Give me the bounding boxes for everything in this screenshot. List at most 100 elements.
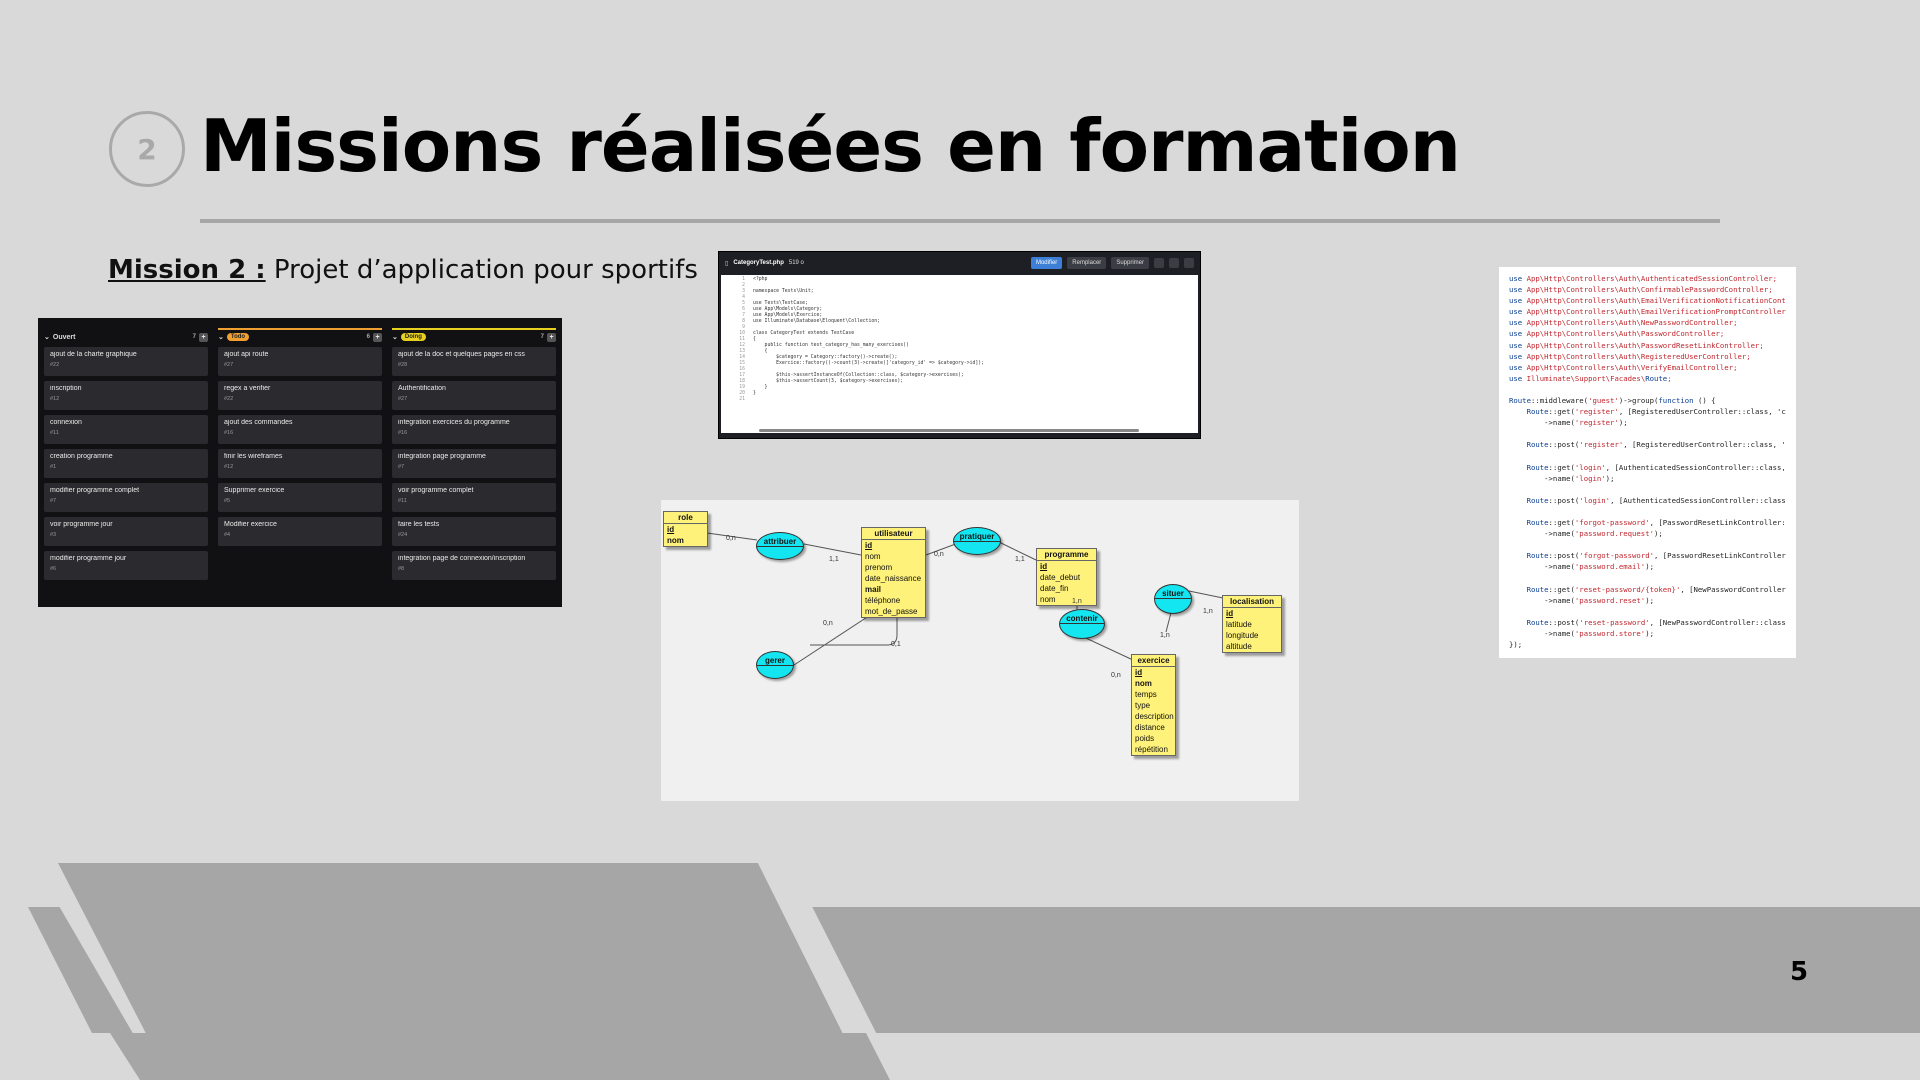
- entity-field: prenom: [865, 563, 893, 572]
- relation-name: gerer: [764, 656, 785, 665]
- section-number: 2: [137, 132, 157, 166]
- kanban-card: ajout api route#27: [218, 347, 382, 376]
- entity-field: date_naissance: [865, 574, 922, 583]
- code-text: {: [753, 337, 756, 342]
- kanban-card: integration exercices du programme #16: [392, 415, 556, 444]
- chevron-down-icon: ⌄: [392, 334, 398, 341]
- code-text: }: [753, 391, 756, 396]
- entity-field: temps: [1135, 690, 1157, 699]
- code-line: 19 }: [721, 385, 1198, 391]
- code-line: 18 $this->assertCount(3, $category->exer…: [721, 379, 1198, 385]
- kanban-card: integration page de connexion/inscriptio…: [392, 551, 556, 580]
- code-line: 12 public function test_category_has_man…: [721, 343, 1198, 349]
- card-title: creation programme: [50, 453, 113, 460]
- kanban-card: creation programme #1: [44, 449, 208, 478]
- mcd-diagram: role id nom utilisateur id nom prenom da…: [661, 500, 1299, 801]
- card-title: voir programme jour: [50, 521, 113, 528]
- card-title: inscription: [50, 385, 82, 392]
- relation-name: situer: [1162, 589, 1184, 598]
- relation-pratiquer: pratiquer: [953, 527, 1001, 555]
- kanban-card: voir programme jour#3: [44, 517, 208, 546]
- column-name: Doing: [400, 333, 426, 341]
- card-title: integration exercices du programme: [398, 419, 510, 426]
- code-line: });: [1509, 640, 1523, 650]
- relation-name: pratiquer: [959, 532, 995, 541]
- code-line: Route::post('login', [AuthenticatedSessi…: [1526, 495, 1786, 505]
- kanban-column-header: ⌄ Doing 7 +: [392, 328, 556, 342]
- cardinality-label: 1,n: [1160, 632, 1170, 639]
- code-text: $this->assertCount(3, $category->exercis…: [753, 379, 904, 384]
- card-id: #6: [50, 566, 57, 572]
- code-text: use Illuminate\Database\Eloquent\Collect…: [753, 319, 881, 324]
- code-text: namespace Tests\Unit;: [753, 289, 814, 294]
- card-id: #8: [398, 566, 405, 572]
- editor-filesize: 519 o: [788, 260, 804, 266]
- code-line: [1509, 384, 1796, 395]
- delete-button: Supprimer: [1111, 257, 1149, 269]
- edit-button: Modifier: [1030, 257, 1063, 269]
- cardinality-label: 1,n: [1072, 598, 1082, 605]
- code-text: Exercice::factory()->count(3)->create(['…: [753, 361, 985, 366]
- add-card-icon: +: [373, 332, 382, 342]
- code-line: Route::get('reset-password/{token}', [Ne…: [1526, 584, 1786, 594]
- editor-toolbar: ▯ CategoryTest.php 519 o Modifier Rempla…: [719, 252, 1200, 274]
- kanban-card: ajout des commandes#16: [218, 415, 382, 444]
- card-id: #16: [398, 430, 408, 436]
- code-line: use App\Http\Controllers\Auth\PasswordRe…: [1509, 340, 1764, 350]
- line-number: 5: [742, 301, 745, 306]
- entity-field: latitude: [1226, 620, 1252, 629]
- line-number: 6: [742, 307, 745, 312]
- line-number: 17: [739, 373, 745, 378]
- card-title: ajout api route: [224, 351, 269, 358]
- entity-field: mail: [865, 585, 882, 594]
- kanban-column-header: ⌄ Todo 6 +: [218, 328, 382, 342]
- entity-name: role: [664, 512, 707, 524]
- code-text: $category = Category::factory()->create(…: [753, 355, 898, 360]
- code-line: 2: [721, 283, 1198, 289]
- code-line: use App\Http\Controllers\Auth\EmailVerif…: [1509, 307, 1786, 317]
- code-line: use App\Http\Controllers\Auth\Confirmabl…: [1509, 285, 1773, 295]
- column-name: Todo: [226, 333, 250, 341]
- line-number: 16: [739, 367, 745, 372]
- card-id: #22: [50, 362, 60, 368]
- line-number: 9: [742, 325, 745, 330]
- card-id: #7: [398, 464, 405, 470]
- line-number: 2: [742, 283, 745, 288]
- code-line: Route::post('reset-password', [NewPasswo…: [1526, 617, 1786, 627]
- card-title: modifier programme jour: [50, 555, 127, 562]
- code-line: ->name('password.email');: [1509, 562, 1654, 572]
- card-title: integration page programme: [398, 453, 486, 460]
- card-title: integration page de connexion/inscriptio…: [398, 555, 526, 562]
- line-number: 20: [739, 391, 745, 396]
- card-id: #12: [50, 396, 60, 402]
- line-number: 21: [739, 397, 745, 402]
- line-number: 19: [739, 385, 745, 390]
- copy-icon: [1154, 258, 1164, 268]
- code-line: [1509, 428, 1796, 439]
- entity-field: date_debut: [1040, 573, 1081, 582]
- kanban-column-todo: ⌄ Todo 6 + ajout api route#27 regex a ve…: [218, 328, 382, 607]
- line-number: 7: [742, 313, 745, 318]
- code-line: ->name('password.store');: [1509, 629, 1654, 638]
- entity-field: poids: [1135, 734, 1155, 743]
- entity-exercice: exercice id nom temps type description d…: [1131, 654, 1176, 756]
- footer-decoration: [0, 863, 1920, 1080]
- entity-field: répétition: [1135, 745, 1168, 754]
- card-title: voir programme complet: [398, 487, 474, 494]
- relation-name: attribuer: [763, 537, 797, 546]
- relation-situer: situer: [1154, 584, 1192, 614]
- code-line: Route::get('login', [AuthenticatedSessio…: [1526, 462, 1786, 472]
- entity-field: nom: [667, 536, 684, 545]
- code-line: 11{: [721, 337, 1198, 343]
- kanban-card: voir programme complet#11: [392, 483, 556, 512]
- relation-contenir: contenir: [1059, 609, 1105, 639]
- chevron-down-icon: ⌄: [218, 334, 224, 341]
- line-number: 12: [739, 343, 745, 348]
- entity-field: type: [1135, 701, 1151, 710]
- card-id: #1: [50, 464, 57, 470]
- mission-heading: Mission 2 : Projet d’application pour sp…: [108, 255, 698, 285]
- code-text: class CategoryTest extends TestCase: [753, 331, 855, 336]
- code-line: use App\Http\Controllers\Auth\Authentica…: [1509, 274, 1778, 283]
- line-number: 8: [742, 319, 745, 324]
- code-line: 13 {: [721, 349, 1198, 355]
